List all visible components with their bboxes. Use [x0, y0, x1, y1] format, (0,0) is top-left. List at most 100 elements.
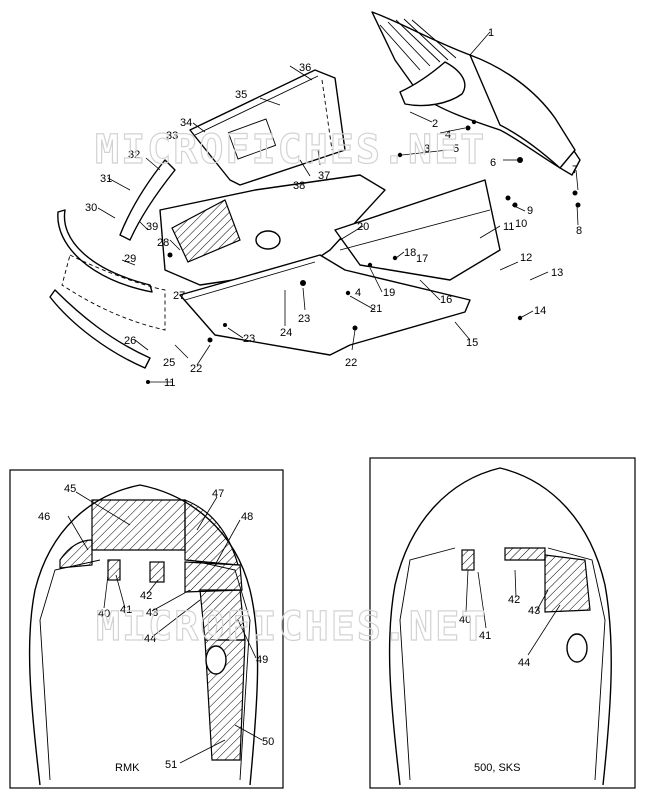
upper-callout-labels: 1 2 3 4 5 6 7 8 9 10 11 12 13 14 15 16 1… [85, 27, 582, 389]
leader-lines [97, 31, 579, 383]
callout-label: 38 [293, 180, 305, 192]
panel-rmk-caption: RMK [115, 762, 140, 774]
rmk-part-41 [107, 559, 121, 581]
callout-label: 17 [416, 253, 428, 265]
fasteners [146, 119, 581, 384]
callout-label: 16 [440, 294, 452, 306]
console-grille [171, 199, 241, 263]
windshield-dash [321, 79, 333, 151]
callout-label: 4 [445, 129, 451, 141]
rmk-part-46 [59, 539, 93, 569]
sks-port [566, 633, 588, 663]
callout-label: 43 [528, 605, 540, 617]
lower-pan-trim [184, 261, 316, 301]
sks-part-40 [461, 549, 475, 571]
callout-label: 45 [64, 483, 76, 495]
rmk-part-47 [184, 499, 239, 566]
headlight-bezel [399, 61, 466, 107]
windshield [189, 69, 346, 186]
callout-label: 22 [345, 357, 357, 369]
rmk-part-42 [149, 561, 165, 583]
callout-label: 27 [173, 290, 185, 302]
rmk-part-45 [91, 499, 186, 551]
callout-label: 12 [520, 252, 532, 264]
callout-label: 37 [318, 170, 330, 182]
upper-exploded-view: 1 2 3 4 5 6 7 8 9 10 11 12 13 14 15 16 1… [49, 11, 582, 389]
callout-label: 51 [165, 759, 177, 771]
console-body [159, 174, 386, 286]
callout-label: 2 [432, 118, 438, 130]
callout-label: 8 [576, 225, 582, 237]
callout-label: 22 [190, 363, 202, 375]
callout-label: 48 [241, 511, 253, 523]
callout-label: 44 [518, 657, 530, 669]
callout-label: 40 [459, 614, 471, 626]
callout-label: 1 [488, 27, 494, 39]
callout-label: 5 [453, 143, 459, 155]
callout-label: 42 [508, 594, 520, 606]
windshield-trim [194, 75, 319, 136]
callout-label: 36 [299, 62, 311, 74]
callout-label: 41 [479, 630, 491, 642]
callout-label: 43 [146, 607, 158, 619]
callout-label: 25 [163, 357, 175, 369]
callout-label: 11 [164, 377, 175, 389]
panel-500-sks: 40 41 42 43 44 500, SKS [369, 457, 636, 789]
rmk-part-48 [184, 561, 243, 593]
callout-label: 13 [551, 267, 563, 279]
panel-rmk-frame [9, 469, 284, 789]
callout-label: 28 [157, 237, 169, 249]
panel-sks-frame [369, 457, 636, 789]
callout-label: 26 [124, 335, 136, 347]
callout-label: 3 [424, 143, 430, 155]
sks-hood-outline [388, 467, 612, 786]
console-strip [119, 159, 176, 241]
callout-label: 46 [38, 511, 50, 523]
callout-label: 39 [146, 221, 158, 233]
sks-part-42 [504, 547, 546, 561]
callout-label: 23 [243, 333, 255, 345]
rmk-port [205, 645, 227, 675]
callout-label: 18 [404, 247, 416, 259]
callout-label: 35 [235, 89, 247, 101]
callout-label: 6 [490, 157, 496, 169]
callout-label: 44 [144, 633, 156, 645]
callout-label: 10 [515, 218, 527, 230]
callout-label: 41 [120, 604, 132, 616]
callout-label: 33 [166, 130, 178, 142]
callout-label: 11 [503, 221, 514, 233]
callout-label: 21 [370, 303, 382, 315]
panel-rmk: 45 46 47 48 40 41 42 43 44 49 50 51 RMK [9, 469, 284, 789]
windshield-window [227, 118, 277, 160]
callout-label: 15 [466, 337, 478, 349]
watermark-bottom: MICROFICHES.NET [96, 604, 487, 650]
callout-label: 47 [212, 488, 224, 500]
hood-vent-ribs [379, 18, 457, 71]
callout-label: 24 [280, 327, 292, 339]
callout-label: 50 [262, 736, 274, 748]
right-side-panel [334, 179, 501, 281]
panel-sks-caption: 500, SKS [474, 762, 520, 774]
sks-part-43 [544, 554, 591, 613]
callout-label: 42 [140, 590, 152, 602]
callout-label: 20 [357, 221, 369, 233]
callout-label: 31 [100, 173, 112, 185]
hood-side-panel [469, 54, 576, 169]
sks-inner-left [399, 547, 456, 781]
callout-label: 30 [85, 202, 97, 214]
callout-label: 34 [180, 117, 192, 129]
callout-label: 40 [98, 608, 110, 620]
callout-label: 19 [383, 287, 395, 299]
nose-pan [61, 254, 166, 331]
right-panel-trim [339, 209, 491, 251]
gauge-pod [255, 230, 281, 250]
callout-label: 14 [534, 305, 546, 317]
callout-label: 4 [355, 287, 361, 299]
callout-label: 7 [572, 164, 578, 176]
watermark-top: MICROFICHES.NET [95, 127, 486, 173]
nose-guard [49, 289, 151, 369]
sks-inner-right [547, 547, 606, 781]
callout-label: 9 [527, 205, 533, 217]
callout-label: 23 [298, 313, 310, 325]
